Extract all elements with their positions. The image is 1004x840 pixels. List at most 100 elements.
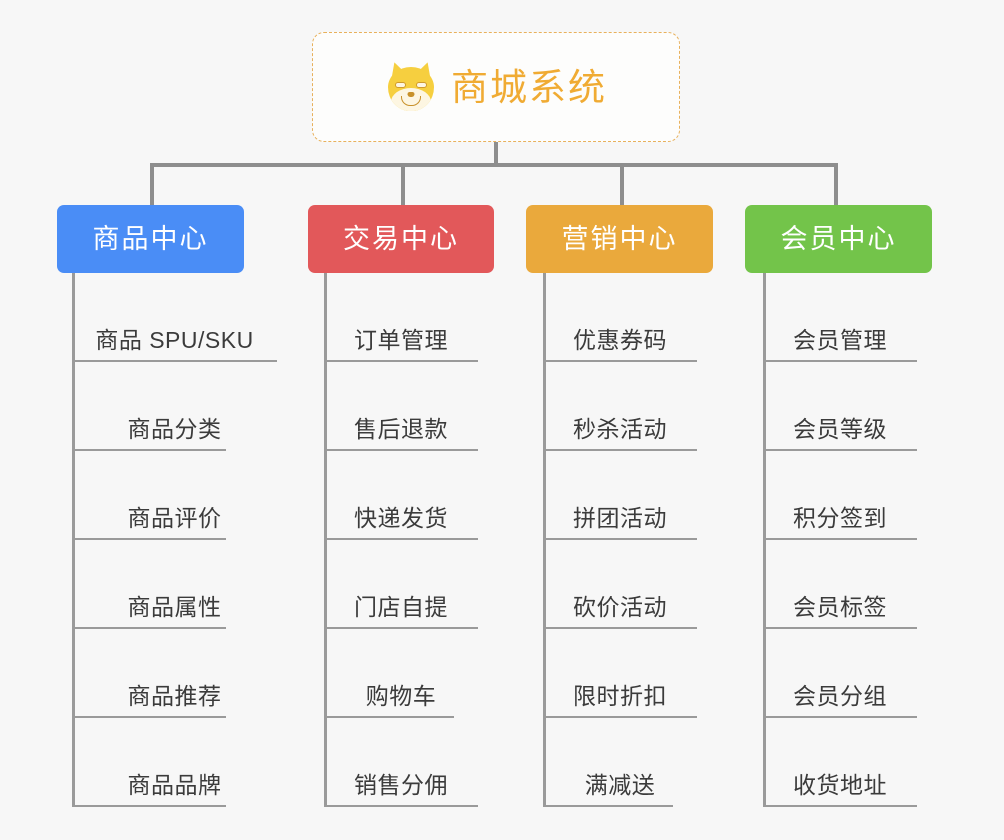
leaf-rule [72, 449, 226, 451]
leaf-rule [324, 627, 478, 629]
leaf-item[interactable]: 满减送 [543, 718, 697, 807]
leaf-item-label: 限时折扣 [573, 683, 667, 709]
leaf-spine-product-center [72, 273, 75, 807]
leaf-item-label: 售后退款 [354, 416, 448, 442]
category-box-product-center[interactable]: 商品中心 [57, 205, 244, 273]
connector-root-stem [494, 142, 498, 166]
leaf-rule [763, 805, 917, 807]
leaf-column-marketing-center: 优惠券码 秒杀活动 拼团活动 砍价活动 限时折扣 满减送 [543, 273, 697, 807]
leaf-item-label: 积分签到 [793, 505, 887, 531]
leaf-item[interactable]: 快递发货 [324, 451, 478, 540]
leaf-item[interactable]: 订单管理 [324, 273, 478, 362]
leaf-item[interactable]: 会员等级 [763, 362, 917, 451]
category-label-member-center: 会员中心 [780, 223, 897, 254]
dog-eye-left-icon [395, 82, 406, 88]
leaf-rule [763, 449, 917, 451]
leaf-item[interactable]: 商品推荐 [72, 629, 277, 718]
leaf-item-label: 会员等级 [793, 416, 887, 442]
leaf-item[interactable]: 商品品牌 [72, 718, 277, 807]
leaf-item-label: 商品 SPU/SKU [95, 327, 254, 353]
leaf-item-label: 购物车 [365, 683, 437, 709]
leaf-item[interactable]: 会员分组 [763, 629, 917, 718]
leaf-item-label: 收货地址 [793, 772, 887, 798]
leaf-rule [763, 538, 917, 540]
dog-nose-icon [407, 92, 415, 97]
leaf-item-label: 销售分佣 [354, 772, 448, 798]
leaf-item[interactable]: 限时折扣 [543, 629, 697, 718]
leaf-column-member-center: 会员管理 会员等级 积分签到 会员标签 会员分组 收货地址 [763, 273, 917, 807]
category-box-trade-center[interactable]: 交易中心 [308, 205, 494, 273]
leaf-item-label: 快递发货 [354, 505, 448, 531]
leaf-item[interactable]: 秒杀活动 [543, 362, 697, 451]
leaf-item-label: 会员标签 [793, 594, 887, 620]
leaf-rule [324, 716, 454, 718]
leaf-rule [72, 627, 226, 629]
connector-drop-marketing-center [620, 163, 624, 207]
dog-muzzle-icon [391, 88, 431, 111]
leaf-item-label: 会员管理 [793, 327, 887, 353]
leaf-column-product-center: 商品 SPU/SKU 商品分类 商品评价 商品属性 商品推荐 商品品牌 [72, 273, 277, 807]
leaf-rule [72, 716, 226, 718]
leaf-rule [763, 627, 917, 629]
leaf-item[interactable]: 积分签到 [763, 451, 917, 540]
leaf-item[interactable]: 销售分佣 [324, 718, 478, 807]
leaf-rule [543, 538, 697, 540]
leaf-rule [543, 360, 697, 362]
leaf-rule [72, 805, 226, 807]
leaf-item[interactable]: 售后退款 [324, 362, 478, 451]
category-label-trade-center: 交易中心 [343, 223, 459, 254]
leaf-column-trade-center: 订单管理 售后退款 快递发货 门店自提 购物车 销售分佣 [324, 273, 478, 807]
leaf-spine-marketing-center [543, 273, 546, 807]
leaf-rule [543, 449, 697, 451]
leaf-item-label: 优惠券码 [573, 327, 667, 353]
leaf-rule [543, 805, 673, 807]
leaf-item[interactable]: 商品 SPU/SKU [72, 273, 277, 362]
category-label-marketing-center: 营销中心 [561, 223, 678, 254]
leaf-item-label: 商品分类 [127, 416, 222, 442]
root-node-shop-system[interactable]: 商城系统 [312, 32, 680, 142]
connector-drop-member-center [834, 163, 838, 207]
category-label-product-center: 商品中心 [92, 223, 209, 254]
leaf-item[interactable]: 砍价活动 [543, 540, 697, 629]
leaf-item[interactable]: 会员标签 [763, 540, 917, 629]
leaf-rule [324, 449, 478, 451]
leaf-item-label: 商品品牌 [127, 772, 222, 798]
leaf-item[interactable]: 商品评价 [72, 451, 277, 540]
leaf-item[interactable]: 购物车 [324, 629, 478, 718]
leaf-item-label: 商品推荐 [127, 683, 222, 709]
leaf-item-label: 商品属性 [127, 594, 222, 620]
leaf-item-label: 订单管理 [354, 327, 448, 353]
dog-head-icon [388, 67, 434, 111]
leaf-item[interactable]: 商品分类 [72, 362, 277, 451]
leaf-item[interactable]: 会员管理 [763, 273, 917, 362]
leaf-item-label: 满减送 [584, 772, 656, 798]
leaf-item-label: 砍价活动 [573, 594, 667, 620]
leaf-rule [72, 360, 277, 362]
leaf-item[interactable]: 优惠券码 [543, 273, 697, 362]
connector-horizontal-bus [150, 163, 838, 167]
leaf-rule [543, 716, 697, 718]
category-box-marketing-center[interactable]: 营销中心 [526, 205, 713, 273]
shiba-inu-dog-face-icon [385, 59, 437, 113]
leaf-rule [763, 716, 917, 718]
leaf-item-label: 会员分组 [793, 683, 887, 709]
leaf-rule [324, 360, 478, 362]
dog-eye-right-icon [416, 82, 427, 88]
leaf-rule [72, 538, 226, 540]
leaf-item-label: 秒杀活动 [573, 416, 667, 442]
leaf-rule [543, 627, 697, 629]
category-box-member-center[interactable]: 会员中心 [745, 205, 932, 273]
leaf-item-label: 门店自提 [354, 594, 448, 620]
leaf-item[interactable]: 收货地址 [763, 718, 917, 807]
leaf-item[interactable]: 门店自提 [324, 540, 478, 629]
leaf-item-label: 拼团活动 [573, 505, 667, 531]
connector-drop-trade-center [401, 163, 405, 207]
leaf-item-label: 商品评价 [127, 505, 222, 531]
leaf-rule [324, 538, 478, 540]
root-node-label: 商城系统 [451, 66, 607, 108]
leaf-item[interactable]: 拼团活动 [543, 451, 697, 540]
leaf-item[interactable]: 商品属性 [72, 540, 277, 629]
connector-drop-product-center [150, 163, 154, 207]
leaf-rule [324, 805, 478, 807]
